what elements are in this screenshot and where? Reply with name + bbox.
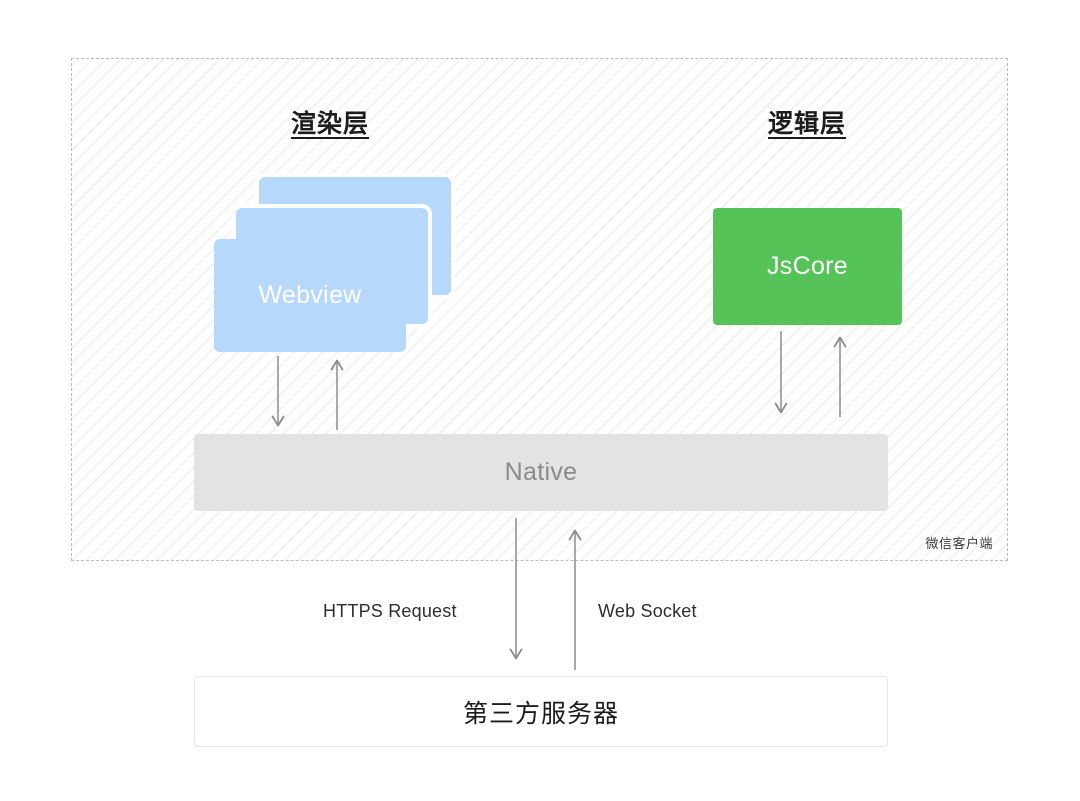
webview-card-front: Webview <box>214 239 406 352</box>
native-label: Native <box>504 458 578 486</box>
web-socket-label: Web Socket <box>598 601 697 621</box>
third-party-server-label: 第三方服务器 <box>462 699 619 728</box>
wechat-client-label: 微信客户端 <box>925 536 993 551</box>
render-layer-title: 渲染层 <box>290 110 370 138</box>
https-request-label: HTTPS Request <box>323 601 457 621</box>
third-party-server-node: 第三方服务器 <box>194 676 888 747</box>
jscore-node: JsCore <box>713 208 902 325</box>
native-node: Native <box>194 434 888 511</box>
logic-layer-title: 逻辑层 <box>767 110 847 138</box>
jscore-label: JsCore <box>767 252 848 280</box>
webview-label: Webview <box>258 281 362 309</box>
